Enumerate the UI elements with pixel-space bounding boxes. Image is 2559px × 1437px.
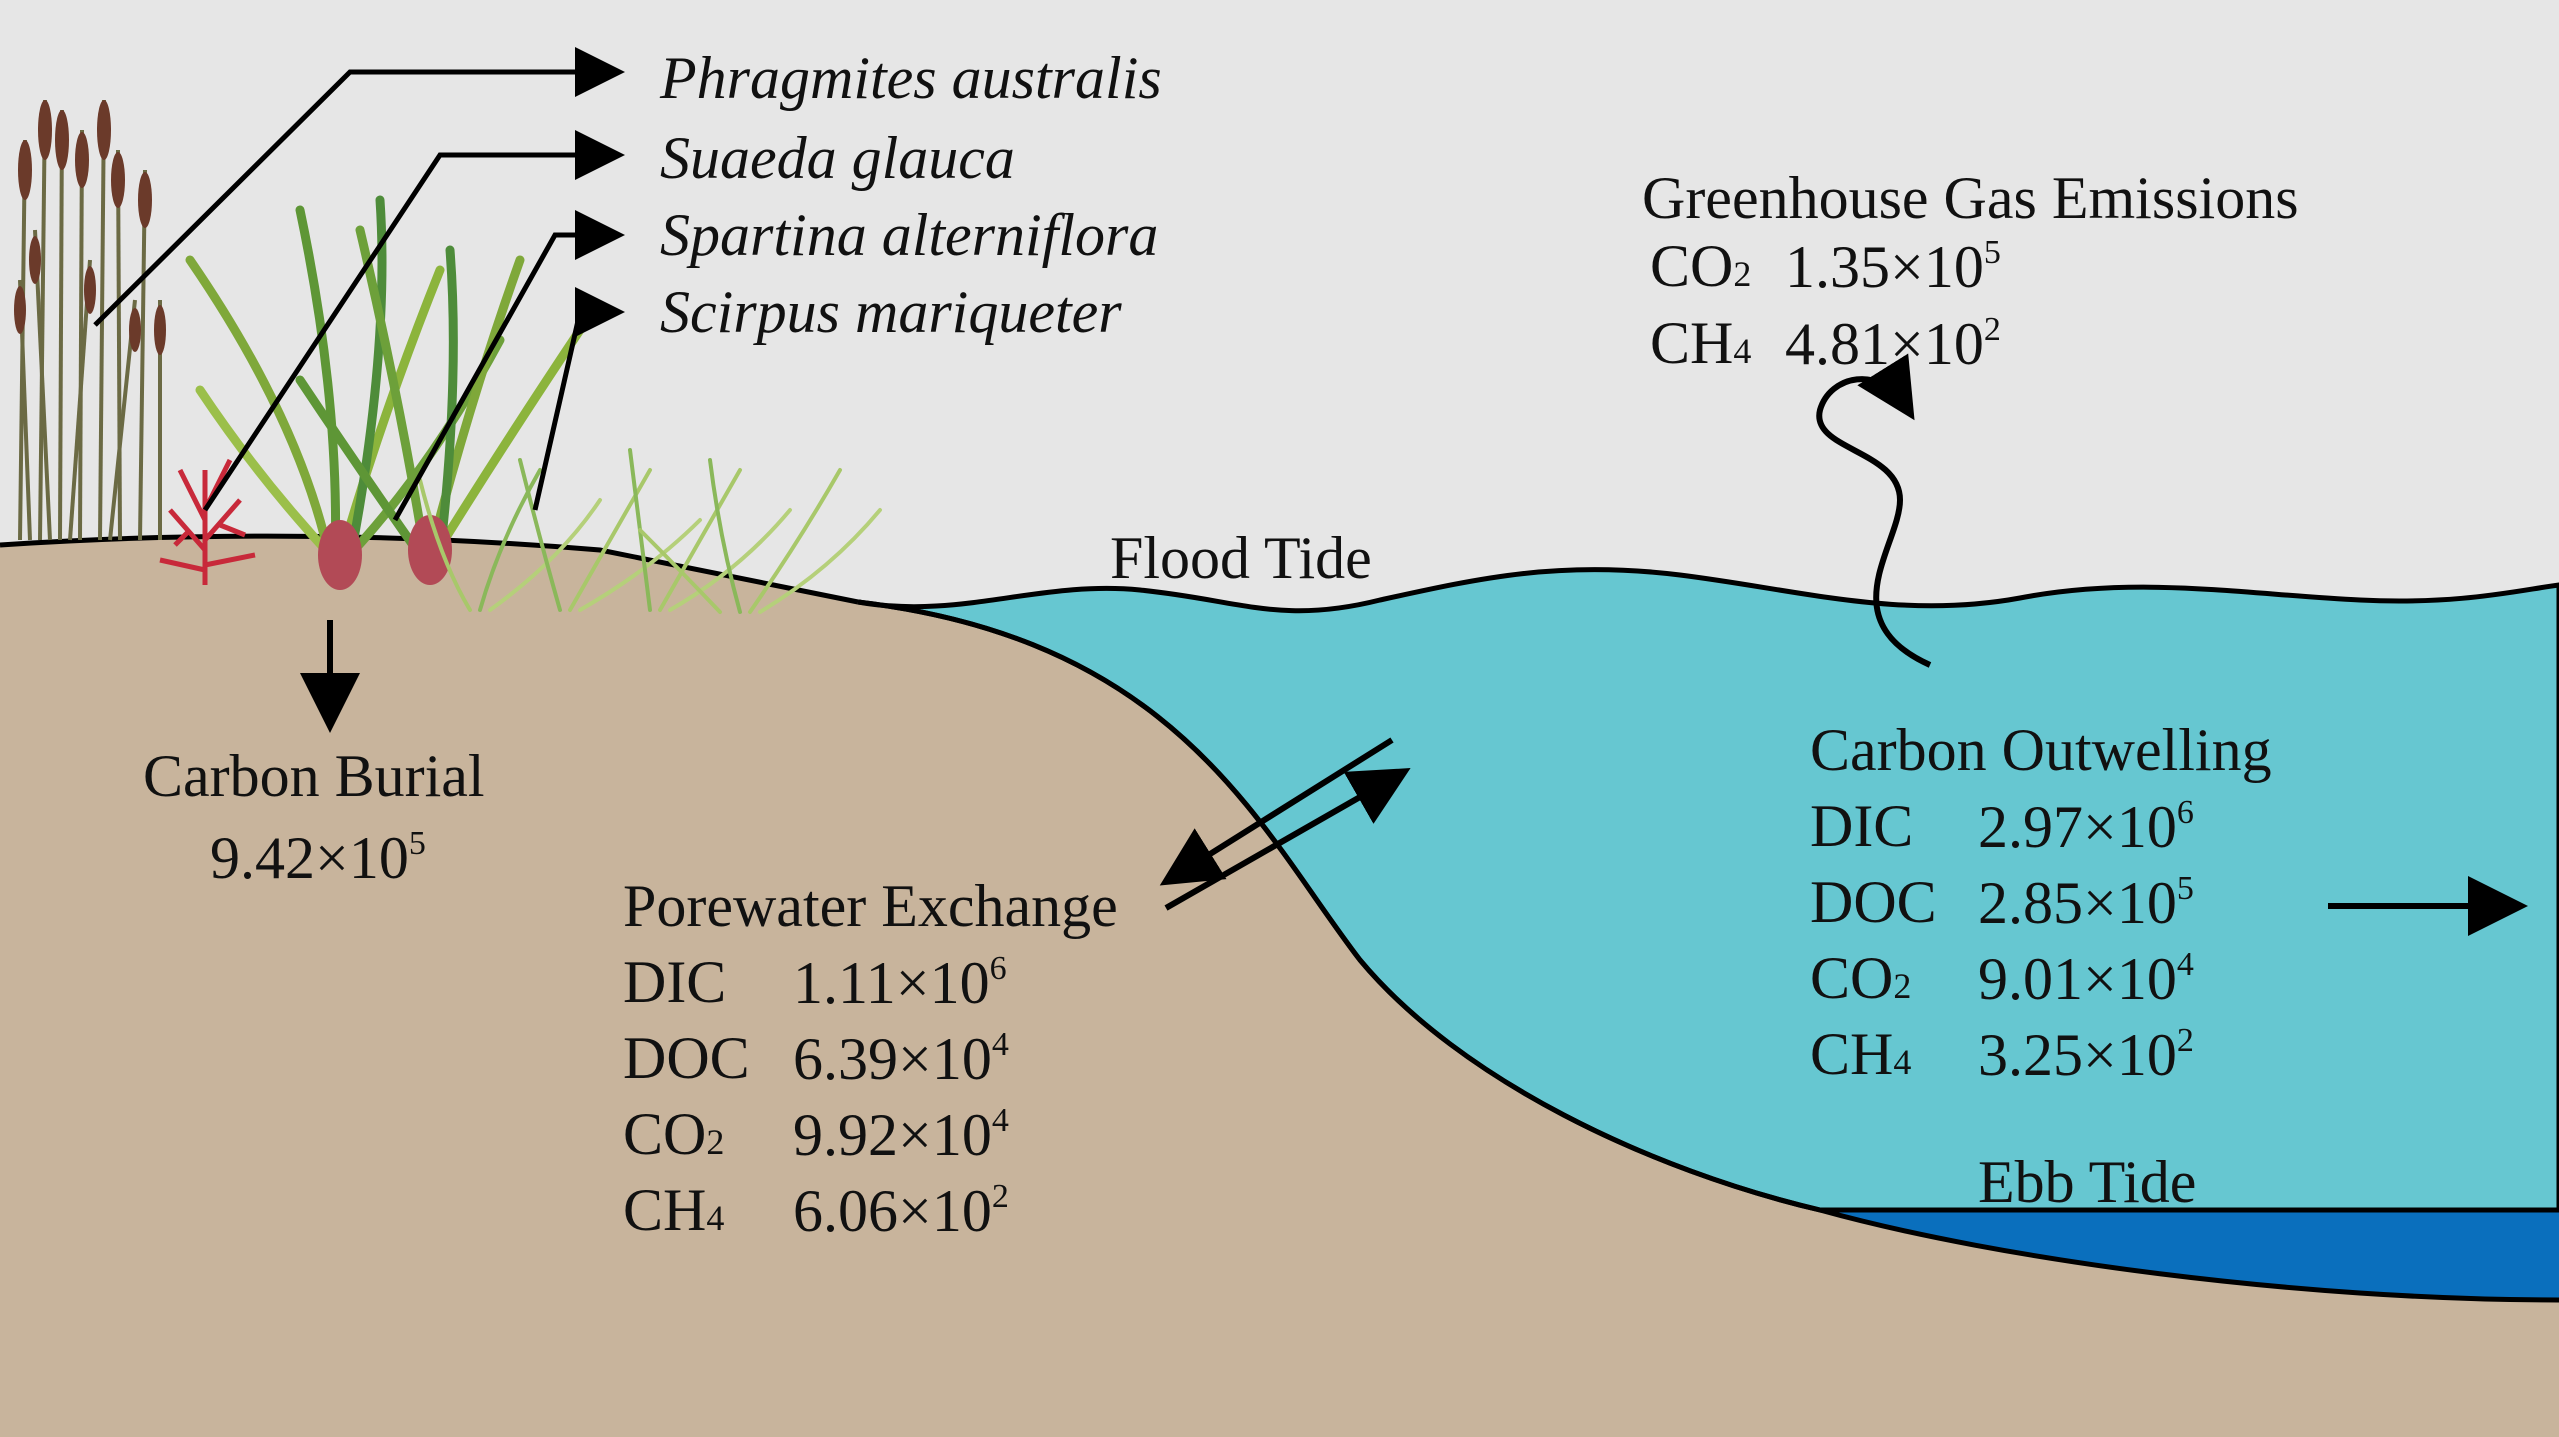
gas-subscript: 4 bbox=[706, 1198, 725, 1238]
ebb-shore-line bbox=[1819, 1207, 2559, 1303]
flux-value: 9.92×10 bbox=[793, 1102, 992, 1168]
flux-exponent: 4 bbox=[2176, 946, 2194, 983]
porewater-row: CH4 6.06×102 bbox=[623, 1177, 1043, 1243]
carbon-burial-title: Carbon Burial bbox=[143, 743, 485, 809]
porewater-arrow-in bbox=[1164, 768, 1411, 911]
flux-value: 1.35×10 bbox=[1785, 234, 1984, 300]
species-pointers bbox=[93, 47, 625, 522]
outwelling-title: Carbon Outwelling bbox=[1810, 717, 2272, 783]
porewater-arrow-out bbox=[1159, 737, 1394, 886]
flux-exponent: 5 bbox=[1983, 234, 2001, 271]
species-label: CH bbox=[1810, 1021, 1894, 1087]
flux-exponent: 6 bbox=[989, 950, 1007, 987]
species-label: CO bbox=[623, 1101, 707, 1167]
species-label: DOC bbox=[623, 1025, 750, 1091]
phragmites-seedheads bbox=[14, 100, 166, 355]
suaeda-plant bbox=[159, 458, 256, 585]
gas-subscript: 2 bbox=[706, 1122, 725, 1162]
flux-exponent: 2 bbox=[2176, 1022, 2194, 1059]
species-label: CH bbox=[623, 1177, 707, 1243]
gas-subscript: 4 bbox=[1733, 331, 1752, 371]
porewater-row: DIC 1.11×106 bbox=[623, 949, 1043, 1015]
flux-value: 4.81×10 bbox=[1785, 311, 1984, 377]
outwelling-row: CO2 9.01×104 bbox=[1810, 945, 2230, 1011]
flux-value: 1.11×10 bbox=[793, 950, 990, 1016]
gas-label: CH bbox=[1650, 310, 1734, 376]
spartina-stems bbox=[318, 515, 452, 590]
species-label: DIC bbox=[623, 949, 727, 1015]
flux-exponent: 2 bbox=[1983, 311, 2001, 348]
species-label: Phragmites australis bbox=[660, 45, 1162, 111]
flux-value: 2.97×10 bbox=[1978, 794, 2177, 860]
flux-value: 6.39×10 bbox=[793, 1026, 992, 1092]
pointer-phragmites bbox=[93, 47, 625, 327]
flux-exponent: 4 bbox=[991, 1102, 1009, 1139]
porewater-row: DOC 6.39×104 bbox=[623, 1025, 1043, 1091]
flux-exponent: 6 bbox=[2176, 794, 2194, 831]
outwelling-row: CH4 3.25×102 bbox=[1810, 1021, 2230, 1087]
carbon-burial-exponent: 5 bbox=[408, 825, 426, 862]
flux-value: 6.06×10 bbox=[793, 1178, 992, 1244]
gas-subscript: 4 bbox=[1893, 1042, 1912, 1082]
flux-value: 2.85×10 bbox=[1978, 870, 2177, 936]
ebb-tide-label: Ebb Tide bbox=[1978, 1149, 2197, 1215]
carbon-burial-value: 9.42×105 bbox=[210, 825, 426, 891]
greenhouse-title: Greenhouse Gas Emissions bbox=[1642, 165, 2299, 231]
flux-value: 9.01×10 bbox=[1978, 946, 2177, 1012]
flood-tide-label: Flood Tide bbox=[1110, 525, 1372, 591]
ebb-water bbox=[1820, 1210, 2559, 1300]
gas-subscript: 2 bbox=[1893, 966, 1912, 1006]
pointer-spartina bbox=[392, 210, 625, 522]
porewater-row: CO2 9.92×104 bbox=[623, 1101, 1043, 1167]
emission-arrow bbox=[1816, 353, 1932, 668]
species-label: DOC bbox=[1810, 869, 1937, 935]
outwelling-row: DOC 2.85×105 bbox=[1810, 869, 2230, 935]
species-label: DIC bbox=[1810, 793, 1914, 859]
gas-label: CO bbox=[1650, 233, 1734, 299]
flux-value: 3.25×10 bbox=[1978, 1022, 2177, 1088]
flux-exponent: 5 bbox=[2176, 870, 2194, 907]
pointer-scirpus bbox=[532, 287, 625, 511]
species-label: Scirpus mariqueter bbox=[660, 279, 1122, 345]
bank-line bbox=[857, 599, 1821, 1213]
flux-exponent: 2 bbox=[991, 1178, 1009, 1215]
outwelling-row: DIC 2.97×106 bbox=[1810, 793, 2230, 859]
pointer-suaeda bbox=[202, 130, 625, 512]
soil bbox=[0, 536, 2559, 1437]
species-label: CO bbox=[1810, 945, 1894, 1011]
phragmites-plant bbox=[18, 99, 162, 541]
scirpus-plant bbox=[418, 448, 882, 614]
greenhouse-row: CH4 4.81×102 bbox=[1650, 310, 2050, 376]
porewater-title: Porewater Exchange bbox=[623, 873, 1118, 939]
gas-subscript: 2 bbox=[1733, 254, 1752, 294]
greenhouse-row: CO2 1.35×105 bbox=[1650, 233, 2050, 299]
species-label: Spartina alterniflora bbox=[660, 202, 1159, 268]
species-label: Suaeda glauca bbox=[660, 125, 1015, 191]
flux-exponent: 4 bbox=[991, 1026, 1009, 1063]
carbon-burial-value-text: 9.42×10 bbox=[210, 825, 409, 891]
